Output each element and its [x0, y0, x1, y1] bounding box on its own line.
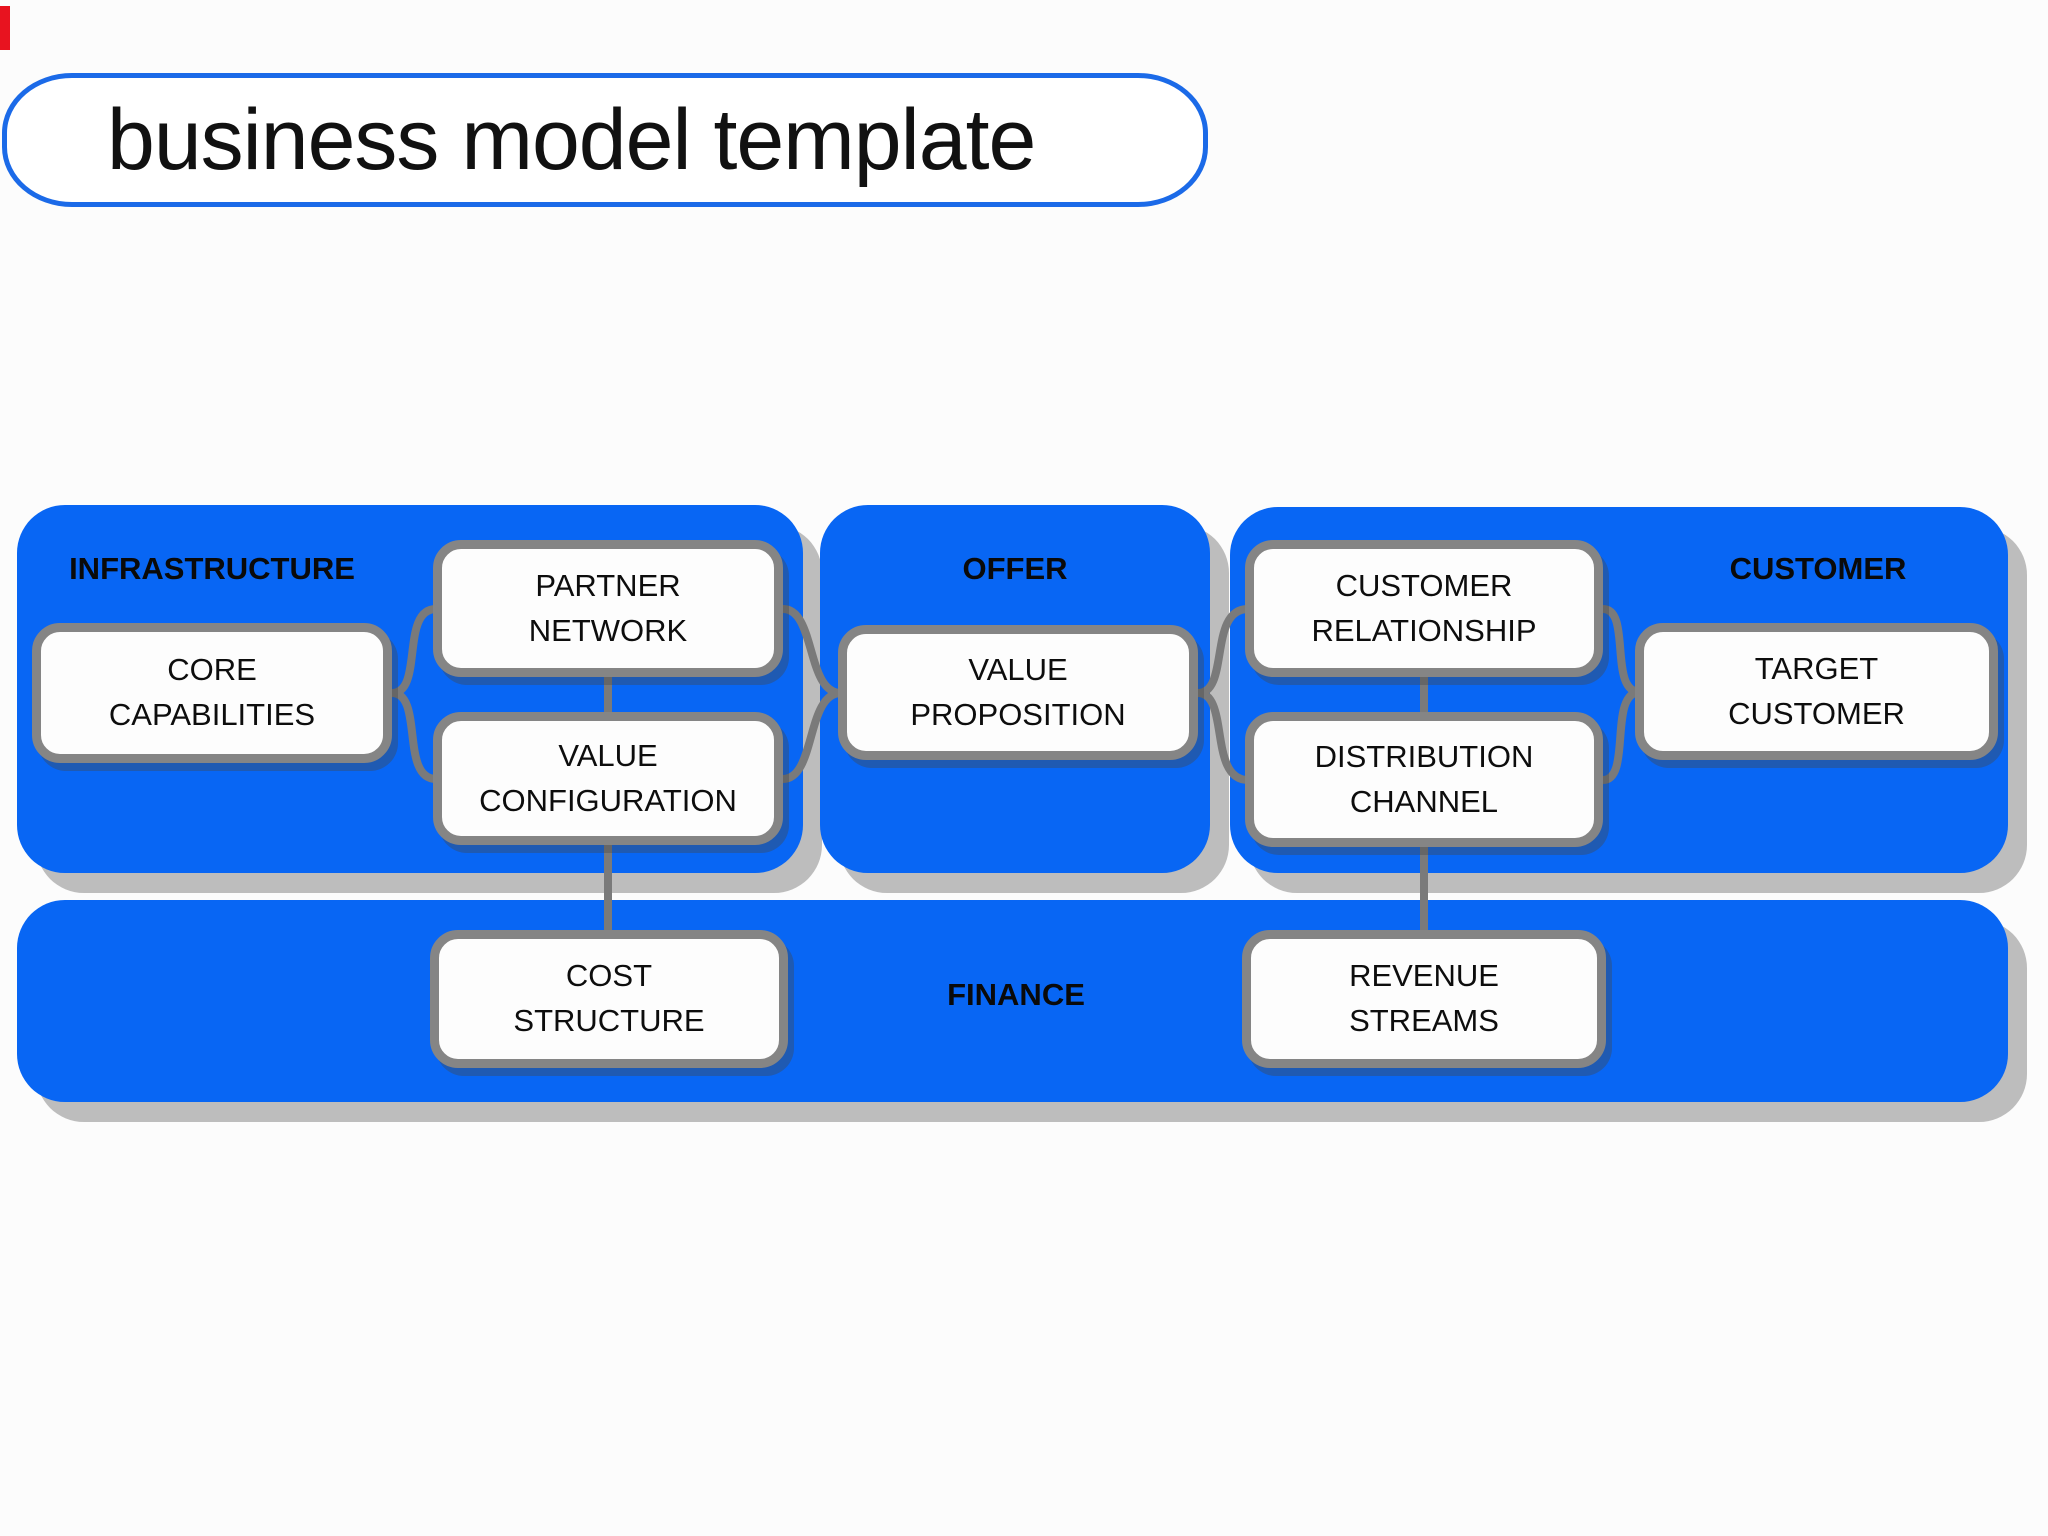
connector-valueconfig-to-proposition: [779, 689, 845, 783]
node-target-customer-label: TARGET CUSTOMER: [1728, 650, 1905, 731]
node-distribution-channel-label: DISTRIBUTION CHANNEL: [1314, 738, 1534, 819]
node-core-capabilities-label: CORE CAPABILITIES: [108, 652, 316, 732]
node-revenue-streams: REVENUE STREAMS: [1242, 930, 1606, 1068]
node-customer-relationship: CUSTOMER RELATIONSHIP: [1245, 540, 1603, 677]
node-target-customer: TARGET CUSTOMER: [1635, 623, 1998, 760]
node-customer-relationship-label: CUSTOMER RELATIONSHIP: [1311, 567, 1537, 648]
header-infrastructure: INFRASTRUCTURE: [69, 551, 355, 586]
header-customer: CUSTOMER: [1729, 551, 1907, 586]
node-distribution-channel: DISTRIBUTION CHANNEL: [1245, 712, 1603, 847]
connector-channel-to-target: [1599, 688, 1644, 784]
connector-core-to-valueconfig: [388, 689, 440, 783]
connector-relationship-to-target: [1599, 605, 1644, 696]
section-finance: [17, 900, 2008, 1102]
node-cost-structure-label: COST STRUCTURE: [513, 958, 705, 1038]
node-value-proposition: VALUE PROPOSITION: [838, 625, 1198, 760]
connector-partner-to-proposition: [779, 605, 845, 697]
node-value-proposition-label: VALUE PROPOSITION: [910, 651, 1126, 732]
node-partner-network-label: PARTNER NETWORK: [528, 567, 688, 648]
connector-core-to-partner: [388, 605, 440, 697]
node-revenue-streams-label: REVENUE STREAMS: [1349, 958, 1499, 1038]
header-finance: FINANCE: [947, 977, 1085, 1012]
node-cost-structure: COST STRUCTURE: [430, 930, 788, 1068]
node-value-configuration: VALUE CONFIGURATION: [433, 712, 783, 845]
connector-proposition-to-relationship: [1194, 605, 1252, 697]
node-value-configuration-label: VALUE CONFIGURATION: [479, 737, 737, 818]
page-title: business model template: [107, 92, 1036, 188]
corner-red-mark: [0, 6, 10, 50]
header-offer: OFFER: [962, 551, 1068, 586]
node-partner-network: PARTNER NETWORK: [433, 540, 783, 677]
title-box: business model template: [2, 73, 1208, 207]
node-core-capabilities: CORE CAPABILITIES: [32, 623, 392, 763]
connector-proposition-to-channel: [1194, 689, 1252, 784]
